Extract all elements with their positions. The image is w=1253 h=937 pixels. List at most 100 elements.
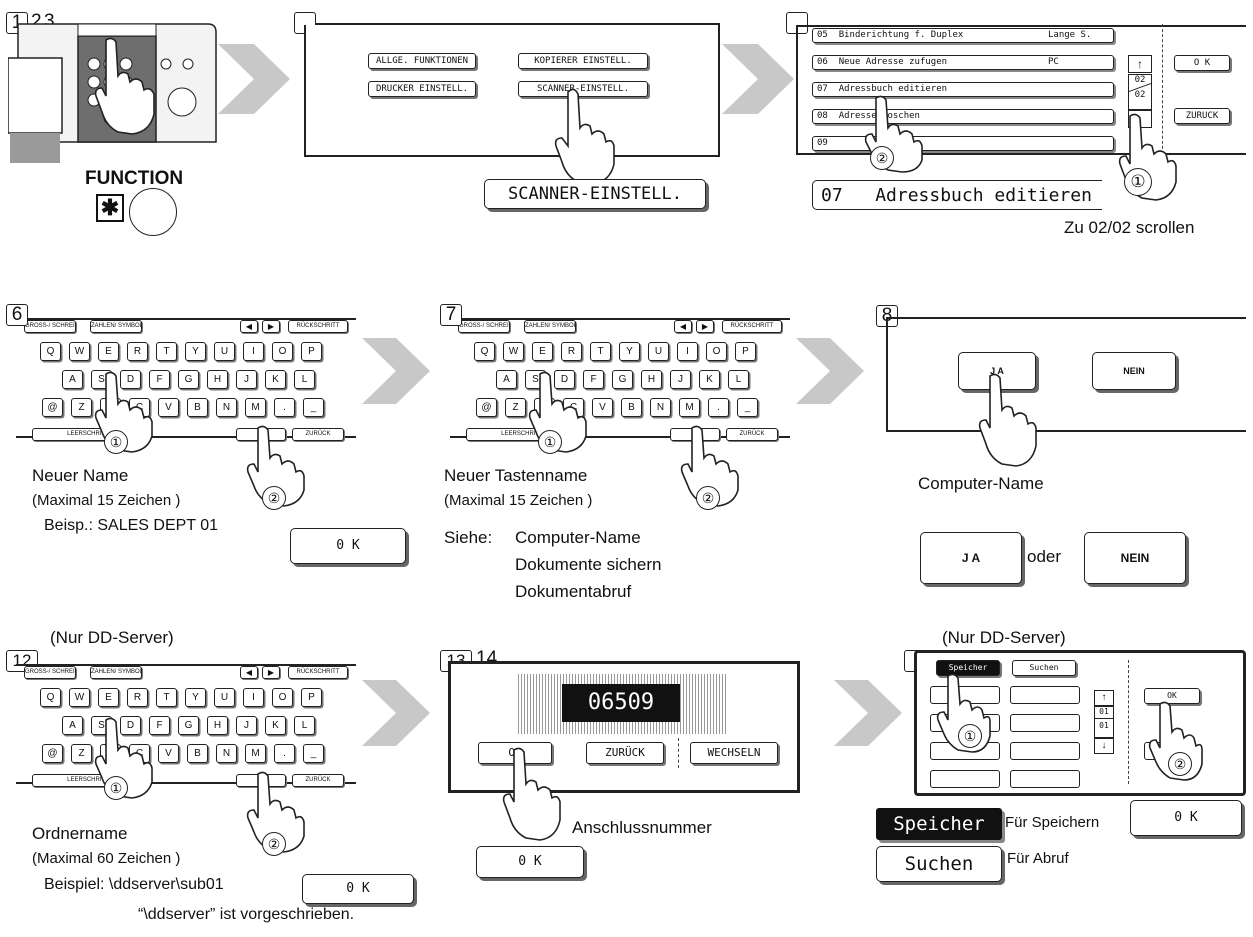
keyboard-key[interactable]: Q <box>474 342 495 361</box>
case-toggle-button[interactable]: GROSS-/ SCHREIBUNG <box>24 666 76 679</box>
back-button[interactable]: ZURUCK <box>1174 108 1230 124</box>
symbols-toggle-button[interactable]: ZAHLEN/ SYMBOLE <box>90 320 142 333</box>
switch-button[interactable]: WECHSELN <box>690 742 778 764</box>
keyboard-key[interactable]: Y <box>185 342 206 361</box>
back-button[interactable]: ZURÜCK <box>292 428 344 441</box>
keyboard-key[interactable]: F <box>149 370 170 389</box>
keyboard-key[interactable]: @ <box>476 398 497 417</box>
keyboard-key[interactable]: W <box>69 688 90 707</box>
keyboard-key[interactable]: D <box>554 370 575 389</box>
keyboard-key[interactable]: Q <box>40 342 61 361</box>
keyboard-key[interactable]: A <box>62 370 83 389</box>
keyboard-key[interactable]: _ <box>303 398 324 417</box>
keyboard-key[interactable]: . <box>274 744 295 763</box>
list-item[interactable]: 07 Adressbuch editieren <box>812 82 1114 97</box>
keyboard-key[interactable]: J <box>236 716 257 735</box>
backspace-button[interactable]: RÜCKSCHRITT <box>722 320 782 333</box>
slot-button[interactable] <box>1010 742 1080 760</box>
case-toggle-button[interactable]: GROSS-/ SCHREIBUNG <box>24 320 76 333</box>
keyboard-key[interactable]: K <box>699 370 720 389</box>
keyboard-key[interactable]: . <box>708 398 729 417</box>
copier-settings-button[interactable]: KOPIERER EINSTELL. <box>518 53 648 69</box>
ok-button[interactable]: OK <box>1144 688 1200 704</box>
keyboard-key[interactable]: K <box>265 370 286 389</box>
keyboard-key[interactable]: P <box>301 688 322 707</box>
keyboard-key[interactable]: J <box>236 370 257 389</box>
arrow-left-icon[interactable]: ◀ <box>240 666 258 679</box>
keyboard-key[interactable]: B <box>621 398 642 417</box>
keyboard-key[interactable]: I <box>677 342 698 361</box>
keyboard-key[interactable]: L <box>728 370 749 389</box>
keyboard-key[interactable]: D <box>120 370 141 389</box>
keyboard-key[interactable]: W <box>503 342 524 361</box>
keyboard-key[interactable]: M <box>245 744 266 763</box>
keyboard-key[interactable]: W <box>69 342 90 361</box>
back-button[interactable]: ZURÜCK <box>292 774 344 787</box>
slot-button[interactable] <box>1010 770 1080 788</box>
backspace-button[interactable]: RÜCKSCHRITT <box>288 666 348 679</box>
keyboard-key[interactable]: M <box>679 398 700 417</box>
keyboard-key[interactable]: _ <box>737 398 758 417</box>
scroll-up-icon[interactable]: ↑ <box>1128 55 1152 73</box>
keyboard-key[interactable]: U <box>214 688 235 707</box>
scroll-down-icon[interactable]: ↓ <box>1094 738 1114 754</box>
back-button[interactable]: ZURÜCK <box>586 742 664 764</box>
keyboard-key[interactable]: Y <box>185 688 206 707</box>
printer-settings-button[interactable]: DRUCKER EINSTELL. <box>368 81 476 97</box>
keyboard-key[interactable]: I <box>243 688 264 707</box>
no-button[interactable]: NEIN <box>1092 352 1176 390</box>
keyboard-key[interactable]: H <box>207 370 228 389</box>
keyboard-key[interactable]: B <box>187 398 208 417</box>
keyboard-key[interactable]: A <box>62 716 83 735</box>
list-item[interactable]: 05 Binderichtung f. Duplex Lange S. <box>812 28 1114 43</box>
keyboard-key[interactable]: D <box>120 716 141 735</box>
keyboard-key[interactable]: A <box>496 370 517 389</box>
keyboard-key[interactable]: P <box>301 342 322 361</box>
keyboard-key[interactable]: U <box>214 342 235 361</box>
backspace-button[interactable]: RÜCKSCHRITT <box>288 320 348 333</box>
keyboard-key[interactable]: M <box>245 398 266 417</box>
keyboard-key[interactable]: U <box>648 342 669 361</box>
keyboard-key[interactable]: G <box>178 370 199 389</box>
arrow-right-icon[interactable]: ▶ <box>262 320 280 333</box>
keyboard-key[interactable]: @ <box>42 398 63 417</box>
keyboard-key[interactable]: E <box>532 342 553 361</box>
arrow-left-icon[interactable]: ◀ <box>240 320 258 333</box>
keyboard-key[interactable]: T <box>156 342 177 361</box>
ok-button[interactable]: O K <box>1174 55 1230 71</box>
slot-button[interactable] <box>1010 714 1080 732</box>
tab-search[interactable]: Suchen <box>1012 660 1076 676</box>
arrow-right-icon[interactable]: ▶ <box>262 666 280 679</box>
keyboard-key[interactable]: N <box>216 744 237 763</box>
keyboard-key[interactable]: I <box>243 342 264 361</box>
arrow-left-icon[interactable]: ◀ <box>674 320 692 333</box>
list-item[interactable]: 06 Neue Adresse zufugen PC <box>812 55 1114 70</box>
keyboard-key[interactable]: N <box>650 398 671 417</box>
keyboard-key[interactable]: Y <box>619 342 640 361</box>
keyboard-key[interactable]: L <box>294 716 315 735</box>
keyboard-key[interactable]: T <box>590 342 611 361</box>
keyboard-key[interactable]: . <box>274 398 295 417</box>
slot-button[interactable] <box>930 770 1000 788</box>
keyboard-key[interactable]: G <box>612 370 633 389</box>
keyboard-key[interactable]: H <box>207 716 228 735</box>
keyboard-key[interactable]: T <box>156 688 177 707</box>
keyboard-key[interactable]: @ <box>42 744 63 763</box>
general-functions-button[interactable]: ALLGE. FUNKTIONEN <box>368 53 476 69</box>
keyboard-key[interactable]: Z <box>71 744 92 763</box>
keyboard-key[interactable]: Z <box>505 398 526 417</box>
back-button[interactable]: ZURÜCK <box>726 428 778 441</box>
keyboard-key[interactable]: L <box>294 370 315 389</box>
keyboard-key[interactable]: _ <box>303 744 324 763</box>
scroll-up-icon[interactable]: ↑ <box>1094 690 1114 706</box>
keyboard-key[interactable]: V <box>592 398 613 417</box>
keyboard-key[interactable]: F <box>583 370 604 389</box>
keyboard-key[interactable]: E <box>98 342 119 361</box>
keyboard-key[interactable]: B <box>187 744 208 763</box>
keyboard-key[interactable]: R <box>561 342 582 361</box>
keyboard-key[interactable]: O <box>272 688 293 707</box>
keyboard-key[interactable]: H <box>641 370 662 389</box>
keyboard-key[interactable]: G <box>178 716 199 735</box>
arrow-right-icon[interactable]: ▶ <box>696 320 714 333</box>
keyboard-key[interactable]: O <box>706 342 727 361</box>
